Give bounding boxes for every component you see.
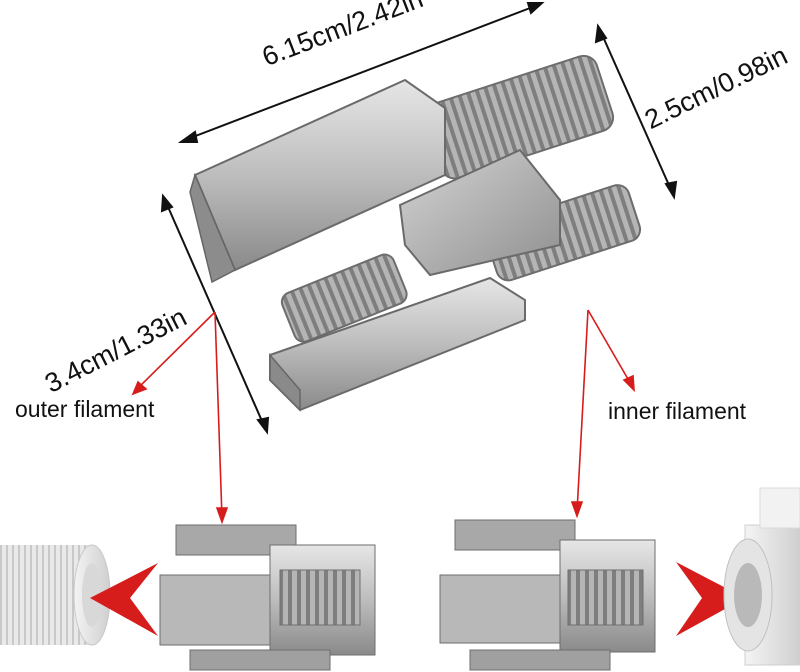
inner-filament-label: inner filament	[608, 398, 747, 424]
inner-filament-example	[439, 487, 800, 671]
outer-filament-example	[0, 524, 376, 671]
red-arrow-left-icon	[90, 563, 158, 636]
pointer-lines	[131, 309, 635, 525]
main-fitting-image	[189, 54, 642, 412]
outer-filament-label: outer filament	[15, 396, 155, 422]
red-arrow-right-icon	[676, 562, 745, 636]
dimension-lines	[160, 1, 678, 435]
